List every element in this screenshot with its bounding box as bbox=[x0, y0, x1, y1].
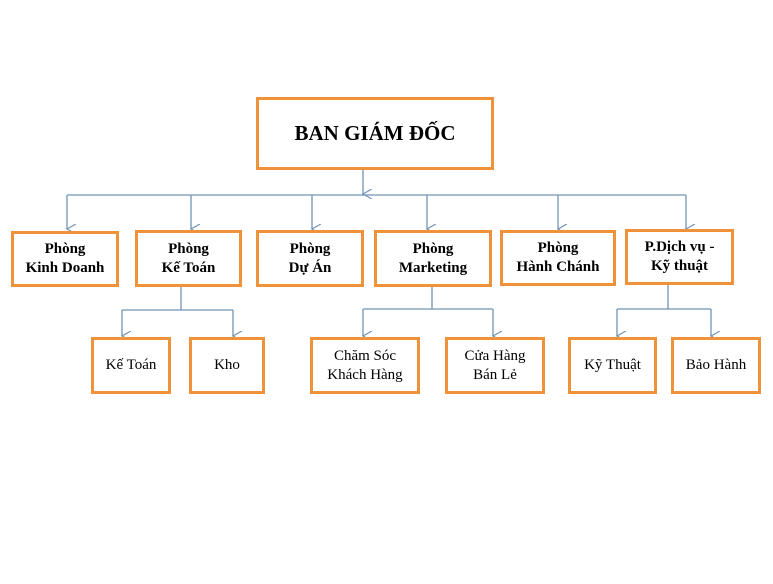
dept-node-label: Phòng Kinh Doanh bbox=[25, 241, 105, 276]
dept-node-hanh-chanh: Phòng Hành Chánh bbox=[500, 230, 616, 286]
dept-node-ke-toan: Phòng Kế Toán bbox=[135, 230, 242, 287]
sub-node-label: Chăm Sóc Khách Hàng bbox=[327, 347, 403, 383]
dept-node-du-an: Phòng Dự Án bbox=[256, 230, 364, 287]
sub-node-label: Kế Toán bbox=[105, 357, 157, 374]
dept-node-dich-vu-ky-thuat: P.Dịch vụ - Kỹ thuật bbox=[625, 229, 734, 285]
root-node-label: BAN GIÁM ĐỐC bbox=[294, 121, 456, 146]
sub-node-ky-thuat: Kỹ Thuật bbox=[568, 337, 657, 394]
sub-node-label: Cửa Hàng Bán Lẻ bbox=[464, 347, 526, 383]
dept-node-label: Phòng Kế Toán bbox=[161, 240, 216, 276]
sub-node-ke-toan: Kế Toán bbox=[91, 337, 171, 394]
sub-node-kho: Kho bbox=[189, 337, 265, 394]
dept-node-marketing: Phòng Marketing bbox=[374, 230, 492, 287]
sub-node-label: Bảo Hành bbox=[685, 357, 747, 374]
root-node-ban-giam-doc: BAN GIÁM ĐỐC bbox=[256, 97, 494, 170]
sub-node-label: Kho bbox=[214, 357, 240, 374]
sub-node-cham-soc-khach-hang: Chăm Sóc Khách Hàng bbox=[310, 337, 420, 394]
sub-node-bao-hanh: Bảo Hành bbox=[671, 337, 761, 394]
sub-node-cua-hang-ban-le: Cửa Hàng Bán Lẻ bbox=[445, 337, 545, 394]
dept-node-label: Phòng Marketing bbox=[398, 240, 468, 276]
dept-node-label: P.Dịch vụ - Kỹ thuật bbox=[644, 239, 715, 274]
sub-node-label: Kỹ Thuật bbox=[584, 357, 641, 374]
dept-node-kinh-doanh: Phòng Kinh Doanh bbox=[11, 231, 119, 287]
dept-node-label: Phòng Dự Án bbox=[288, 240, 332, 276]
dept-node-label: Phòng Hành Chánh bbox=[516, 240, 600, 275]
